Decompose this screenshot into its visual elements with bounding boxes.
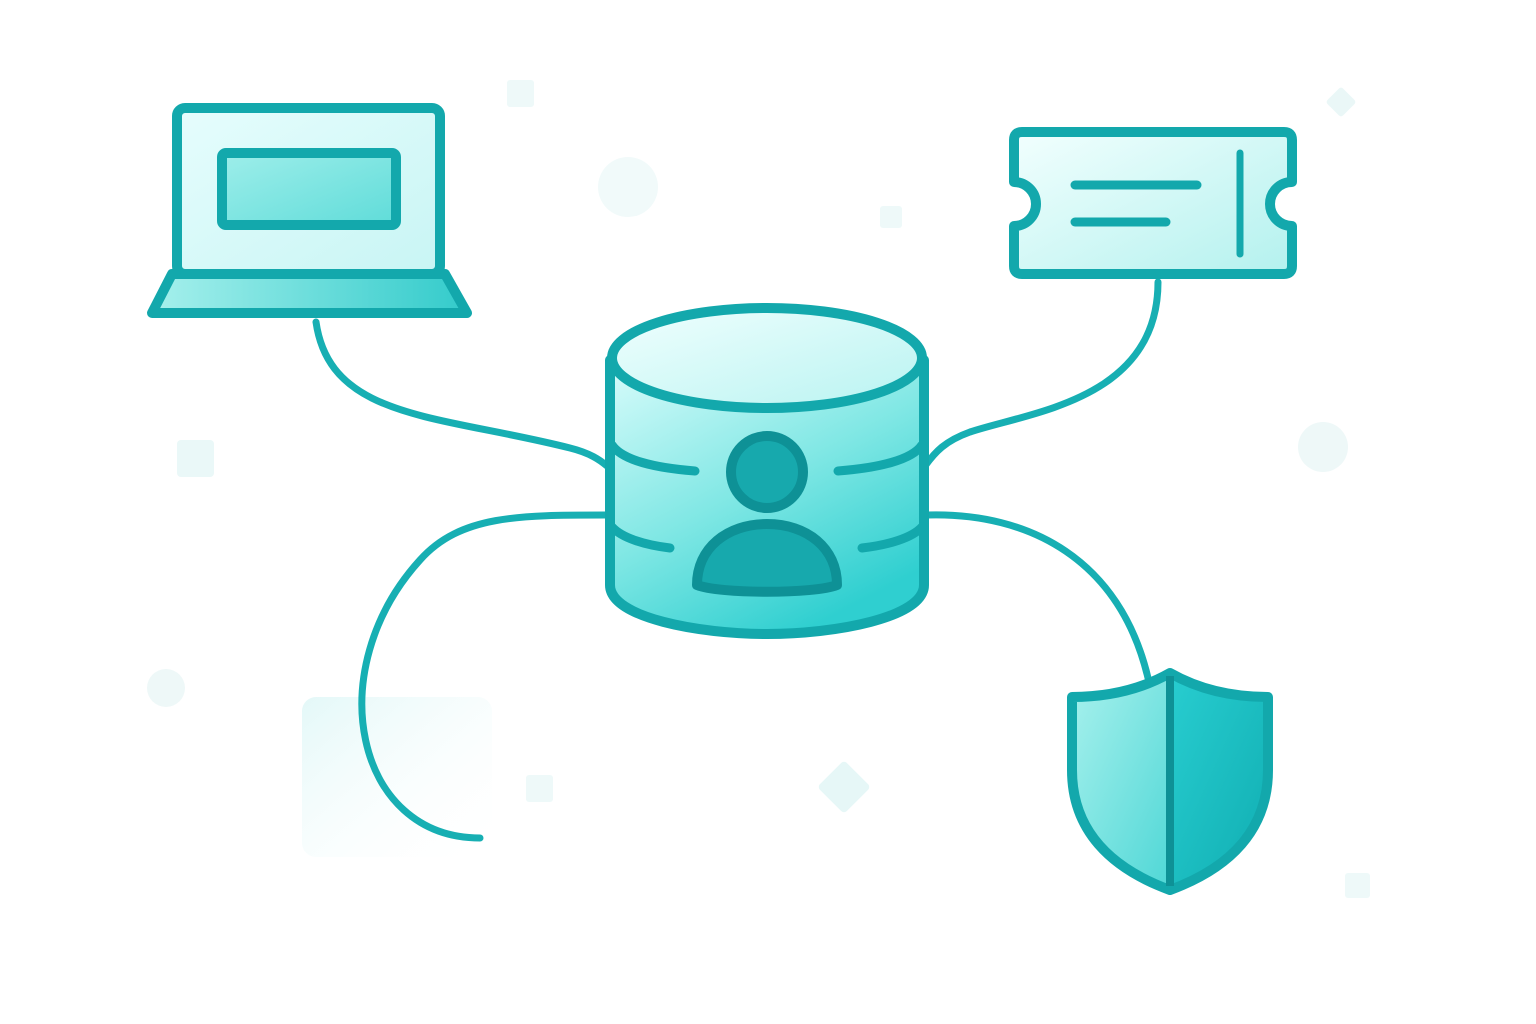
decor-panel [302,697,492,857]
user-icon [692,431,842,597]
laptop-window [217,148,401,230]
connectors [312,278,1162,842]
shield-icon [1067,668,1273,895]
decor-diamond [818,761,870,813]
decor-square [177,440,214,477]
database-divider [607,440,700,476]
decor-circle [1298,422,1348,472]
connector-database-shield [923,511,1152,682]
decor-circle [598,157,658,217]
laptop-base [147,269,472,318]
shield-left-half [1072,673,1170,890]
user-body [692,519,842,597]
decor-diamond [1326,87,1356,117]
database-user-icon [605,303,929,639]
shield-right-half [1170,673,1268,890]
decor-square [526,775,553,802]
decor-square [880,206,902,228]
decor-circle [147,669,185,707]
ticket-icon [1009,127,1297,279]
connector-ticket-database [921,278,1162,470]
database-divider [833,440,927,476]
database-top [607,303,927,413]
decor-square [507,80,534,107]
connector-laptop-database [312,318,611,470]
database-divider [857,522,927,553]
background-decorations [147,80,1370,898]
user-head [726,431,808,513]
laptop-icon [147,103,472,318]
ticket-body [1009,127,1297,279]
shield-outline [1067,668,1273,895]
database-divider [607,522,675,553]
decor-square [1345,873,1370,898]
connector-database-open-end [358,511,610,842]
